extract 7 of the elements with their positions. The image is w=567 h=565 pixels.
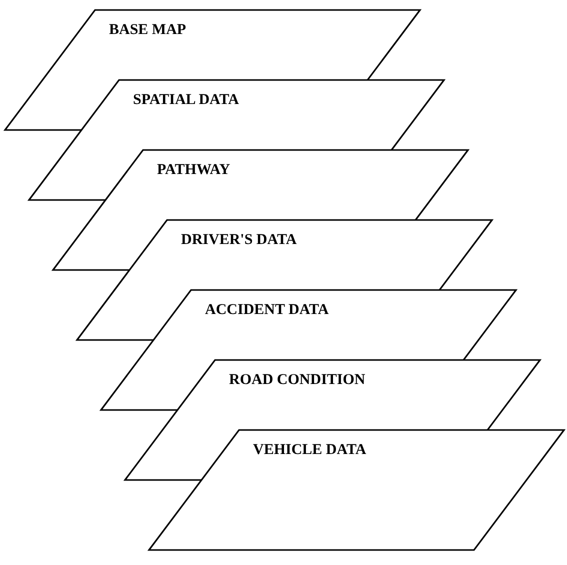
layer-label: SPATIAL DATA <box>133 92 239 109</box>
layer-label: ROAD CONDITION <box>229 372 366 389</box>
layer-label: VEHICLE DATA <box>253 442 366 459</box>
layer-label: BASE MAP <box>109 22 186 39</box>
layer-label: ACCIDENT DATA <box>205 302 329 319</box>
layer-label: PATHWAY <box>157 162 230 179</box>
layer-label: DRIVER'S DATA <box>181 232 297 249</box>
